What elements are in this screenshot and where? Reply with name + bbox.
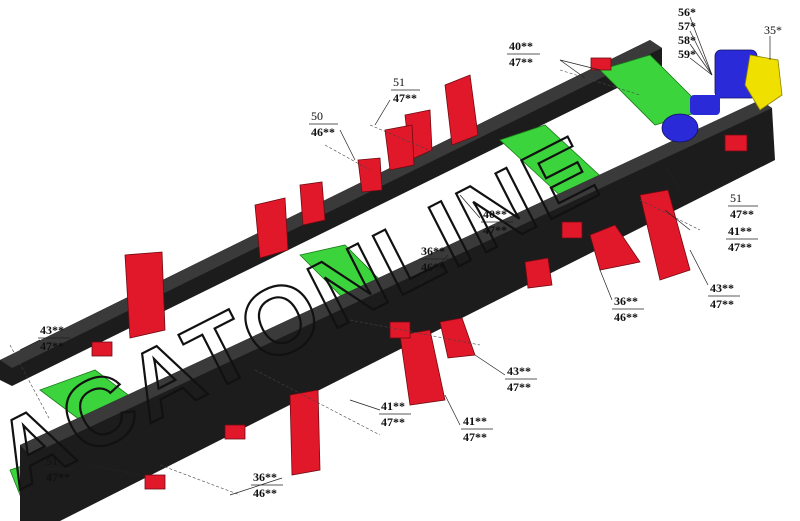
callout-51b-bottom: 47** (730, 207, 754, 221)
callout-43b-top: 43** (40, 323, 64, 337)
fastener-axes (9, 69, 701, 496)
callout-36c-bottom: 46** (253, 486, 277, 500)
callout-41a-bottom: 47** (728, 240, 752, 254)
callout-35: 35* (764, 23, 782, 37)
callout-41c-top: 41** (463, 414, 487, 428)
callout-36c-top: 36** (253, 470, 277, 484)
upper-frame-rail (0, 40, 662, 386)
callout-41b-top: 41** (381, 399, 405, 413)
fuel-tank (744, 54, 783, 111)
callout-51a-bottom: 47** (393, 91, 417, 105)
callout-57: 57* (678, 19, 696, 33)
callout-43a-bottom: 47** (710, 297, 734, 311)
callout-43b-bottom: 47** (40, 339, 64, 353)
callout-labels: 56* 57* 58* 59* 35* 40** 47** 51 47** 50… (38, 5, 782, 500)
callout-43c-bottom: 47** (507, 380, 531, 394)
callout-40b-bottom: 47** (483, 223, 507, 237)
callout-40a-top: 40** (509, 39, 533, 53)
callout-50-top: 50 (311, 109, 323, 123)
callout-41a-top: 41** (728, 224, 752, 238)
callout-41c-bottom: 47** (463, 430, 487, 444)
callout-41b-bottom: 47** (381, 415, 405, 429)
callout-43a-top: 43** (710, 281, 734, 295)
callout-43c-top: 43** (507, 364, 531, 378)
leader-lines (19, 16, 771, 496)
callout-56: 56* (678, 5, 696, 19)
callout-36a-top: 36** (421, 244, 445, 258)
callout-36b-bottom: 46** (614, 310, 638, 324)
callout-51c-bottom: 47** (46, 470, 70, 484)
red-brackets (91, 57, 748, 490)
callout-36a-bottom: 46** (421, 260, 445, 274)
lower-frame-rail (20, 100, 775, 521)
callout-59: 59* (678, 47, 696, 61)
callout-51c-top: 51 (46, 454, 58, 468)
callout-40a-bottom: 47** (509, 55, 533, 69)
callout-36b-top: 36** (614, 294, 638, 308)
callout-40b-top: 40** (483, 207, 507, 221)
callout-58: 58* (678, 33, 696, 47)
callout-51a-top: 51 (393, 75, 405, 89)
callout-51b-top: 51 (730, 191, 742, 205)
callout-50-bottom: 46** (311, 125, 335, 139)
